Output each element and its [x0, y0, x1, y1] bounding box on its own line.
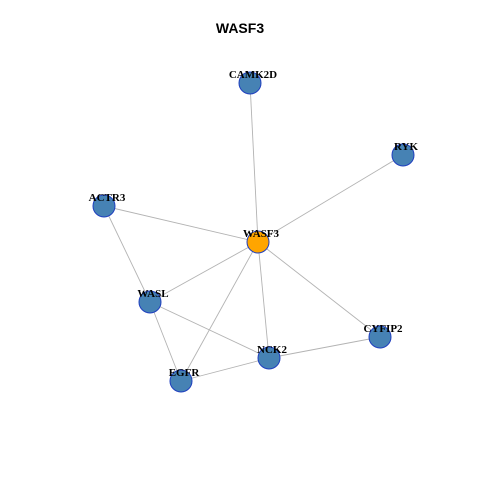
edge-nck2-cyfip2	[268, 336, 381, 359]
node-ryk[interactable]: RYK	[391, 141, 419, 167]
node-circle[interactable]	[92, 194, 116, 218]
edge-actr3-wasl	[103, 205, 151, 303]
node-label: CAMK2D	[229, 69, 277, 81]
node-label: NCK2	[257, 344, 287, 356]
node-circle[interactable]	[238, 71, 262, 95]
edge-wasf3-ryk	[257, 154, 404, 243]
node-circle[interactable]	[138, 290, 162, 314]
graph-title: WASF3	[215, 20, 265, 36]
node-label: CYFIP2	[363, 323, 403, 335]
node-label: ACTR3	[89, 192, 126, 204]
edges-layer	[103, 82, 404, 382]
node-label: WASF3	[243, 228, 280, 240]
edge-wasf3-cyfip2	[257, 241, 381, 338]
node-nck2[interactable]: NCK2	[257, 344, 287, 370]
node-circle[interactable]	[169, 369, 193, 393]
node-circle[interactable]	[391, 143, 415, 167]
node-egfr[interactable]: EGFR	[169, 367, 201, 393]
node-wasf3[interactable]: WASF3	[243, 228, 280, 254]
edge-wasf3-nck2	[257, 241, 270, 359]
edge-wasl-nck2	[149, 301, 270, 359]
edge-wasf3-actr3	[103, 205, 259, 243]
node-actr3[interactable]: ACTR3	[89, 192, 126, 218]
node-circle[interactable]	[368, 325, 392, 349]
node-camk2d[interactable]: CAMK2D	[229, 69, 277, 95]
node-circle[interactable]	[257, 346, 281, 370]
edge-wasf3-wasl	[149, 241, 259, 303]
node-label: RYK	[394, 141, 419, 153]
node-label: WASL	[137, 288, 168, 300]
edge-wasf3-egfr	[180, 241, 259, 382]
edge-wasl-egfr	[149, 301, 182, 382]
edge-nck2-egfr	[180, 357, 270, 382]
edge-wasf3-camk2d	[249, 82, 259, 243]
node-label: EGFR	[169, 367, 201, 379]
node-wasl[interactable]: WASL	[137, 288, 169, 314]
node-cyfip2[interactable]: CYFIP2	[363, 323, 403, 349]
node-circle[interactable]	[246, 230, 270, 254]
